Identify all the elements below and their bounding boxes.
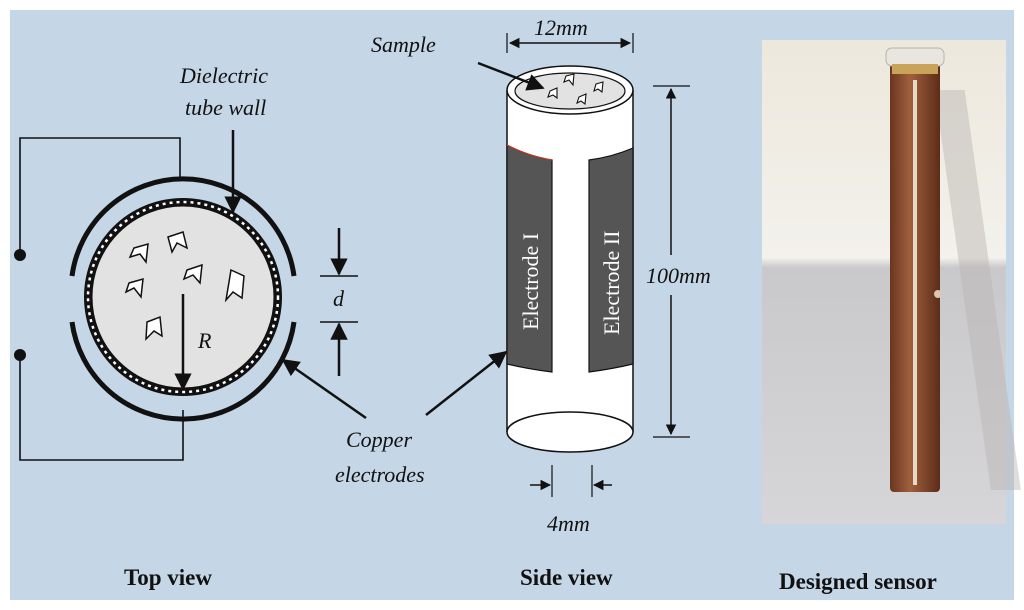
copper-label-line2: electrodes: [335, 462, 425, 487]
gap-label: d: [333, 286, 345, 311]
photo-rod-slot: [913, 80, 917, 485]
top-view: R d Dielectric tube wall Top view: [14, 63, 358, 590]
side-view: Electrode I Electrode II Sample 12mm 100…: [371, 15, 711, 590]
copper-label-line1: Copper: [346, 427, 412, 452]
sample-flake: [128, 242, 149, 264]
copper-electrode-bottom-arc: [69, 321, 297, 422]
sample-flake: [167, 231, 189, 254]
sample-arrow: [477, 61, 545, 91]
sample-flake: [145, 315, 163, 341]
sample-flakes: [124, 231, 245, 341]
sample-flake: [182, 263, 203, 285]
sensor-photo: Designed sensor: [762, 40, 1021, 594]
photo-rod-shadow: [934, 90, 1021, 490]
terminal-dot-bottom: [14, 349, 26, 361]
electrode-2: [588, 147, 634, 373]
photo-rod-cap: [885, 47, 945, 67]
circuit-wire-bottom: [19, 355, 184, 461]
photo-wall: [762, 40, 1006, 524]
photo-rod-collar: [892, 64, 938, 74]
terminal-dot-top: [14, 249, 26, 261]
sample-flake: [576, 93, 587, 106]
copper-arrow-to-top-view: [281, 358, 367, 420]
photo-rod-screw: [934, 290, 942, 298]
sample-flake: [563, 73, 575, 87]
sample-flake: [547, 87, 558, 100]
electrode-1-edge: [506, 144, 553, 161]
copper-arrow-to-side-view: [425, 350, 508, 416]
dielectric-label-line2: tube wall: [185, 95, 266, 120]
circuit-wire-top: [19, 137, 181, 255]
photo-caption: Designed sensor: [779, 569, 937, 594]
copper-electrode-top-arc: [69, 176, 297, 277]
copper-electrodes-annotation: Copper electrodes: [281, 350, 508, 487]
sample-flake: [224, 268, 245, 303]
side-view-caption: Side view: [520, 565, 613, 590]
sample-flake: [593, 81, 604, 94]
electrode-1-label: Electrode I: [518, 233, 543, 330]
radius-label: R: [197, 328, 212, 353]
sample-flake: [124, 277, 144, 299]
diameter-label: 12mm: [534, 15, 588, 40]
gap4-label: 4mm: [547, 511, 590, 536]
tube-wall-dashes: [86, 200, 280, 394]
sample-label: Sample: [371, 32, 436, 57]
dielectric-label-line1: Dielectric: [179, 63, 268, 88]
electrode-2-label: Electrode II: [599, 231, 624, 335]
length-label: 100mm: [646, 263, 711, 288]
tube-sample-flakes: [547, 73, 604, 106]
top-view-caption: Top view: [124, 565, 212, 590]
tube-bottom: [506, 411, 634, 453]
